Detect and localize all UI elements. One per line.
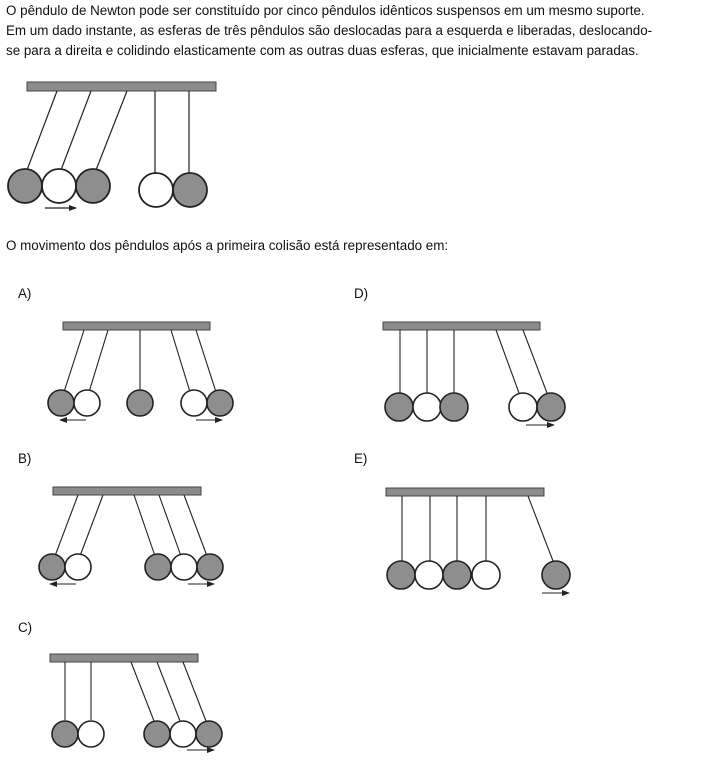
- option-c-label[interactable]: C): [18, 620, 33, 635]
- option-d-figure[interactable]: [382, 321, 566, 428]
- pendulum-string: [63, 329, 85, 393]
- white-ball: [64, 553, 92, 581]
- option-b-label[interactable]: B): [18, 451, 32, 466]
- gray-ball: [75, 168, 111, 204]
- option-e-label[interactable]: E): [354, 451, 368, 466]
- gray-ball: [172, 172, 208, 208]
- white-ball: [170, 553, 198, 581]
- intro-line-1: O pêndulo de Newton pode ser constituído…: [6, 3, 645, 18]
- gray-ball: [47, 389, 75, 417]
- option-a-label[interactable]: A): [18, 286, 32, 301]
- option-b-figure[interactable]: [38, 486, 224, 587]
- pendulum-string: [183, 494, 208, 557]
- gray-ball: [195, 720, 223, 748]
- gray-ball: [38, 553, 66, 581]
- white-ball: [73, 389, 101, 417]
- pendulum-string: [95, 90, 128, 171]
- gray-ball: [7, 168, 43, 204]
- white-ball: [414, 560, 444, 590]
- support-bar: [49, 653, 199, 663]
- support-bar: [62, 321, 211, 331]
- support-bar: [382, 321, 541, 331]
- white-ball: [138, 172, 174, 208]
- pendulum-string: [88, 329, 109, 393]
- white-ball: [471, 560, 501, 590]
- gray-ball: [126, 389, 154, 417]
- gray-ball: [384, 392, 414, 422]
- gray-ball: [51, 720, 79, 748]
- gray-ball: [143, 720, 171, 748]
- white-ball: [41, 168, 77, 204]
- pendulum-string: [60, 90, 92, 171]
- pendulum-string: [527, 495, 554, 562]
- pendulum-string: [522, 329, 548, 394]
- pendulum-string: [156, 661, 181, 722]
- pendulum-string: [158, 494, 182, 557]
- gray-ball: [442, 560, 472, 590]
- pendulum-string: [26, 90, 58, 171]
- support-bar: [385, 487, 545, 497]
- gray-ball: [541, 560, 571, 590]
- pendulum-string: [182, 661, 207, 722]
- white-ball: [169, 720, 197, 748]
- pendulum-string: [79, 494, 104, 557]
- gray-ball: [206, 389, 234, 417]
- pendulum-string: [170, 329, 191, 393]
- gray-ball: [144, 553, 172, 581]
- gray-ball: [439, 392, 469, 422]
- pendulum-string: [130, 661, 155, 722]
- gray-ball: [196, 553, 224, 581]
- white-ball: [180, 389, 208, 417]
- white-ball: [77, 720, 105, 748]
- option-a-figure[interactable]: [47, 321, 234, 423]
- gray-ball: [536, 392, 566, 422]
- white-ball: [412, 392, 442, 422]
- main-pendulum-figure: [7, 81, 217, 211]
- support-bar: [52, 486, 202, 496]
- pendulum-string: [495, 329, 520, 394]
- intro-line-2: Em um dado instante, as esferas de três …: [6, 23, 653, 38]
- pendulum-string: [54, 494, 79, 557]
- pendulum-string: [195, 329, 217, 393]
- option-e-figure[interactable]: [385, 487, 571, 596]
- option-d-label[interactable]: D): [354, 286, 369, 301]
- intro-line-3: se para a direita e colidindo elasticame…: [6, 43, 639, 58]
- intro-text: O pêndulo de Newton pode ser constituído…: [6, 1, 718, 61]
- white-ball: [508, 392, 538, 422]
- support-bar: [26, 81, 217, 92]
- pendulum-string: [133, 494, 156, 557]
- option-c-figure[interactable]: [49, 653, 223, 753]
- question-text: O movimento dos pêndulos após a primeira…: [6, 238, 449, 253]
- gray-ball: [386, 560, 416, 590]
